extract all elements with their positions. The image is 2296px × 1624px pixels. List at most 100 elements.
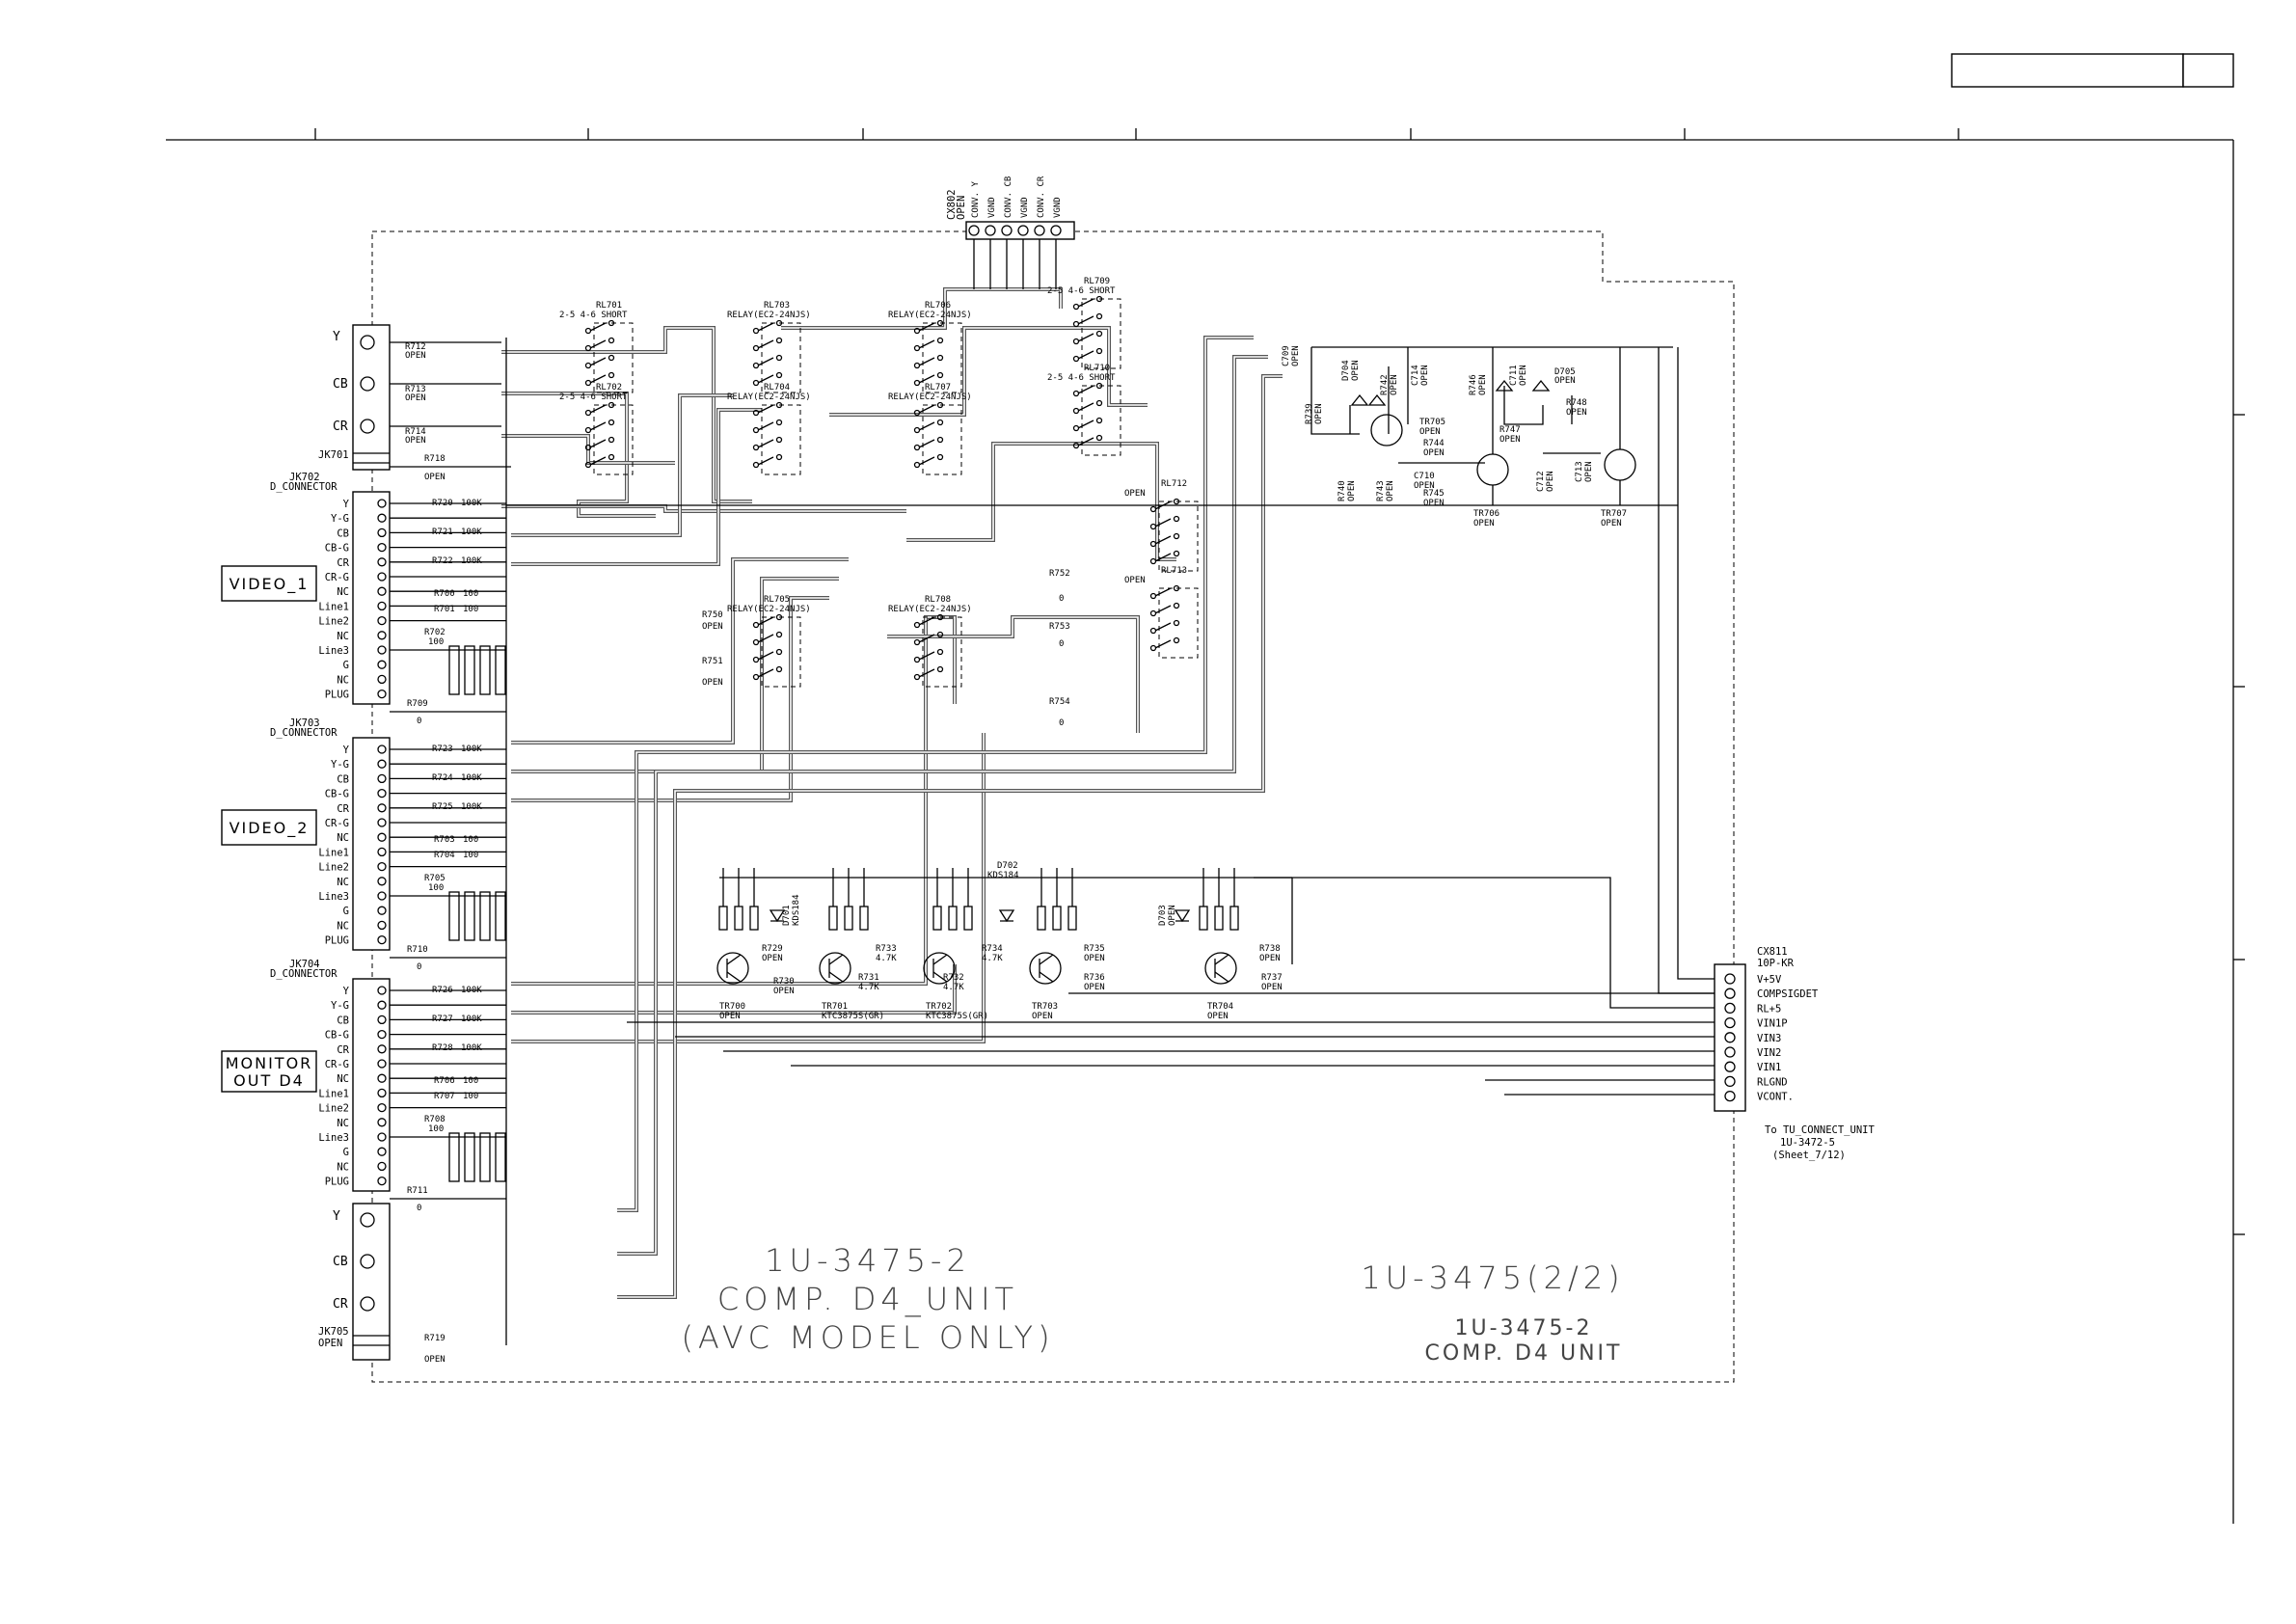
svg-text:OPEN: OPEN [1207,1012,1229,1021]
resistor-ref: R703 [434,835,455,845]
resistor-symbol [1052,906,1062,931]
d-connector-pin [377,631,387,640]
svg-text:KDS184: KDS184 [987,871,1019,880]
svg-text:D705: D705 [1554,367,1576,377]
video-2-box: VIDEO_2 [221,809,317,846]
svg-text:R730: R730 [773,977,795,987]
d-connector-pin [377,1161,387,1172]
cx811-pin [1724,988,1736,999]
relay-note: 2-5 4-6 SHORT [559,311,628,320]
d-connector-pin [377,689,387,699]
svg-text:R733: R733 [876,944,897,954]
diode-symbol [769,909,786,923]
d-connector-pin-label: G [343,906,349,917]
resistor-ref: R719 [424,1334,446,1343]
d-connector-pin [377,832,387,842]
svg-text:KDS184: KDS184 [792,894,801,926]
header-pin-label: CONV. CB [1004,176,1013,218]
svg-text:C713: C713 [1575,461,1584,482]
jk701-pin-y: Y [333,330,340,344]
svg-text:COMP. D4_UNIT: COMP. D4_UNIT [717,1281,1018,1317]
svg-text:OPEN: OPEN [1314,403,1324,424]
d-connector-type: D_CONNECTOR [270,481,338,493]
relay-ref: RL707 [925,383,951,392]
d-connector-pin-label: CR [337,1044,349,1056]
relay-note: 2-5 4-6 SHORT [1047,373,1116,383]
resistor-val: 100 [463,1076,478,1086]
d-connector-pin-label: NC [337,1073,349,1085]
d-connector-pin-label: NC [337,920,349,932]
d-connector-pin [377,818,387,827]
cx811-pin-label: VIN1 [1757,1062,1781,1073]
d-connector-pin [377,1088,387,1098]
svg-text:R746: R746 [1469,374,1478,395]
d-connector-pin-label: Y [343,986,350,997]
header-pin-label: CONV. Y [971,180,981,218]
svg-text:OPEN: OPEN [405,393,426,403]
d-connector-pin-label: CB-G [325,789,349,800]
resistor-val: 0 [417,1204,421,1213]
resistor-val: 100K [461,744,482,754]
d-connector-pin [377,513,387,523]
svg-text:COMP. D4 UNIT: COMP. D4 UNIT [1425,1341,1623,1366]
d-connector-ref: JK704 [289,959,320,970]
d-connector-pin-label: NC [337,1161,349,1173]
svg-text:OPEN: OPEN [1414,481,1435,491]
resistor-symbol [1067,906,1077,931]
svg-text:R734: R734 [982,944,1003,954]
svg-text:C709: C709 [1282,345,1291,366]
relay-ref: RL701 [596,301,622,311]
svg-text:1U-3475-2: 1U-3475-2 [765,1242,971,1279]
relay-ref: RL708 [925,595,951,605]
resistor-val: 100K [461,1043,482,1053]
transistor-symbol [819,952,851,985]
svg-text:R739: R739 [1305,403,1314,424]
d-connector-pin [377,1059,387,1069]
svg-text:TR700: TR700 [719,1002,745,1012]
svg-text:OPEN: OPEN [1423,448,1445,458]
jk701-pin-cb: CB [333,377,348,392]
svg-text:R742: R742 [1380,374,1390,395]
resistor-val: 100K [461,1015,482,1024]
svg-text:CX811: CX811 [1757,946,1788,958]
jk705-note: OPEN [318,1338,342,1349]
svg-text:4.7K: 4.7K [876,954,897,963]
d-connector-pin-label: NC [337,586,349,598]
d-connector-pin [377,803,387,813]
svg-text:R744: R744 [1423,439,1445,448]
resistor-symbol [1214,906,1224,931]
resistor-symbol [1199,906,1208,931]
d-connector-pin [377,1073,387,1083]
svg-text:R740: R740 [1337,480,1347,501]
resistor-ref: R700 [434,589,455,599]
header-pin-label: VGND [1053,197,1063,218]
resistor-val: 100 [463,851,478,860]
svg-text:OPEN: OPEN [1168,905,1177,926]
d-connector-pin [377,1000,387,1010]
d-connector-pin-label: CR-G [325,1059,349,1070]
video-1-box: VIDEO_1 [221,565,317,602]
d-connector-pin-label: PLUG [325,935,349,947]
d-connector-pin [377,934,387,945]
d-connector-pin-label: CR [337,803,349,815]
tr705-symbol [1370,414,1403,447]
d-connector-pin [377,542,387,553]
svg-text:OPEN: OPEN [1566,408,1587,418]
svg-text:OPEN: OPEN [1519,365,1528,386]
relay-ref: RL705 [764,595,790,605]
svg-text:OPEN: OPEN [1473,519,1495,528]
d-connectors: JK702D_CONNECTORYY-GCBCB-GCRCR-GNCLine1L… [270,472,506,1213]
relay-note: RELAY(EC2-24NJS) [727,605,811,614]
svg-text:R752: R752 [1049,569,1070,579]
d-connector-pin-label: NC [337,832,349,844]
d-connector-pin [377,1029,387,1040]
d-connector-pin [377,586,387,596]
bus-wire [511,408,762,566]
d-connector-pin-label: CR-G [325,818,349,829]
svg-text:KTC3875S(GR): KTC3875S(GR) [822,1012,884,1021]
d-connector-pin-label: Line1 [318,1088,349,1099]
svg-text:OPEN: OPEN [1261,983,1283,992]
resistor-ref: R728 [432,1043,453,1053]
